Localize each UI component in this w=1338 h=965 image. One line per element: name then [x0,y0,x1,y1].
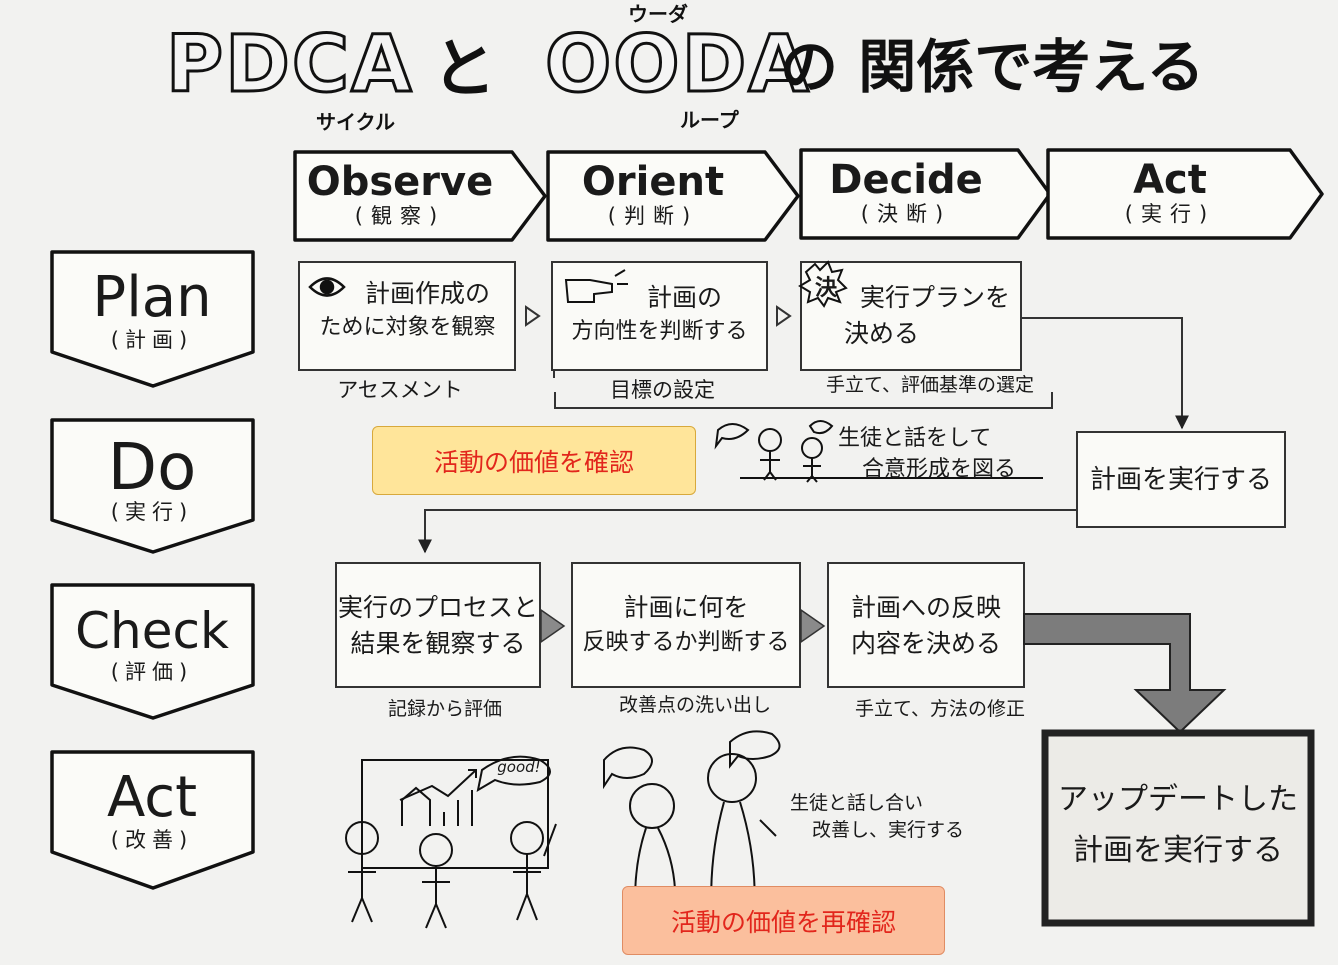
do-label [50,418,255,554]
execute-plan-box: 計画を実行する [1089,465,1272,495]
speech-bubble-good: good! [497,758,541,776]
box-line: 内容を決める [850,629,1001,659]
title-ooda-reading: ウーダ [628,2,688,26]
pointing-hand-icon [564,269,628,303]
caption-criteria: 手立て、評価基準の選定 [825,374,1035,396]
box-line: 計画を実行する [1073,833,1283,868]
caption-goal-setting: 目標の設定 [610,378,715,402]
pdca-act: Act [106,765,198,830]
box-line: 計画に何を [623,593,749,622]
presentation-board [361,755,551,869]
ooda-decide: Decide [829,157,983,203]
ooda-act-ja: (実行) [1124,202,1216,226]
note-line: 合意形成を図る [862,456,1017,482]
orient-banner [546,150,800,242]
pdca-act-ja: (改善) [110,828,194,852]
title-pdca: PDCA [165,20,414,110]
box-line: 結果を観察する [350,629,526,659]
callout-confirm-value: 活動の価値を確認 [372,426,696,495]
ooda-observe: Observe [306,159,494,205]
observe-banner [293,150,547,242]
pdca-plan: Plan [92,265,212,330]
box-line: ために対象を観察 [319,315,496,341]
thick-arrow [1023,613,1227,734]
ooda-banners [293,148,1324,242]
box-line: 実行プランを [860,283,1011,312]
plan-decide-box: 実行プランを 決める [830,280,1020,353]
check-observe-box: 実行のプロセスと 結果を観察する [336,590,540,663]
title-to: と [432,33,496,107]
caption-record: 記録から評価 [387,698,502,720]
ooda-orient: Orient [581,159,725,205]
caption-method: 手立て、方法の修正 [854,698,1026,720]
check-decide-box: 計画への反映 内容を決める [828,590,1024,663]
ooda-decide-ja: (決断) [860,202,952,226]
ooda-act: Act [1133,157,1207,203]
goal-bracket [554,392,1053,409]
do-note: 生徒と話をして 合意形成を図る [838,424,1016,486]
note-line: 改善し、実行する [812,818,965,841]
callout-reconfirm-value: 活動の価値を再確認 [622,886,945,955]
pdca-check-ja: (評価) [110,660,194,684]
ooda-orient-ja: (判断) [607,204,699,228]
box-line: 決める [844,319,920,349]
caption-improvement: 改善点の洗い出し [618,694,771,716]
pdca-do-ja: (実行) [110,500,194,524]
box-line: 計画作成の [364,279,490,308]
title-pdca-ruby: サイクル [316,110,395,134]
act-label [50,750,255,890]
box-line: 計画への反映 [850,593,1001,622]
decide-banner [799,148,1052,240]
caption-assessment: アセスメント [337,378,463,402]
plan-orient-box: 計画の 方向性を判断する [552,280,767,348]
check-orient-box: 計画に何を 反映するか判断する [572,590,800,660]
note-line: 生徒と話をして [838,426,992,451]
box-line: 実行のプロセスと [337,593,538,622]
decide-stamp: 決 [814,276,837,301]
pdca-labels [50,250,255,890]
box-line: 計画の [646,283,722,312]
student-figures [345,730,781,929]
ooda-observe-ja: (観察) [354,204,446,228]
pdca-check: Check [75,602,229,660]
title-rest: の 関係で考える [780,33,1205,101]
final-box-frame [1041,729,1315,927]
plan-label [50,250,255,388]
box-line: 反映するか判断する [582,629,790,656]
check-boxes [335,562,1025,688]
pdca-plan-ja: (計画) [110,328,194,352]
pdca-do: Do [107,431,197,505]
title-ooda: OODA [544,20,811,110]
note-line: 生徒と話し合い [790,792,924,814]
box-line: 方向性を判断する [571,319,748,345]
box-line: アップデートした [1058,782,1298,817]
act-banner [1046,148,1324,240]
act-note: 生徒と話し合い 改善し、実行する [790,790,964,843]
final-box: アップデートした 計画を実行する [1050,774,1306,876]
eye-icon [308,277,346,297]
stamp-burst [798,260,848,308]
people-icon [714,420,1043,483]
plan-observe-box: 計画作成の ために対象を観察 [300,276,515,344]
title-ooda-ruby: ループ [680,108,739,132]
check-label [50,583,255,720]
